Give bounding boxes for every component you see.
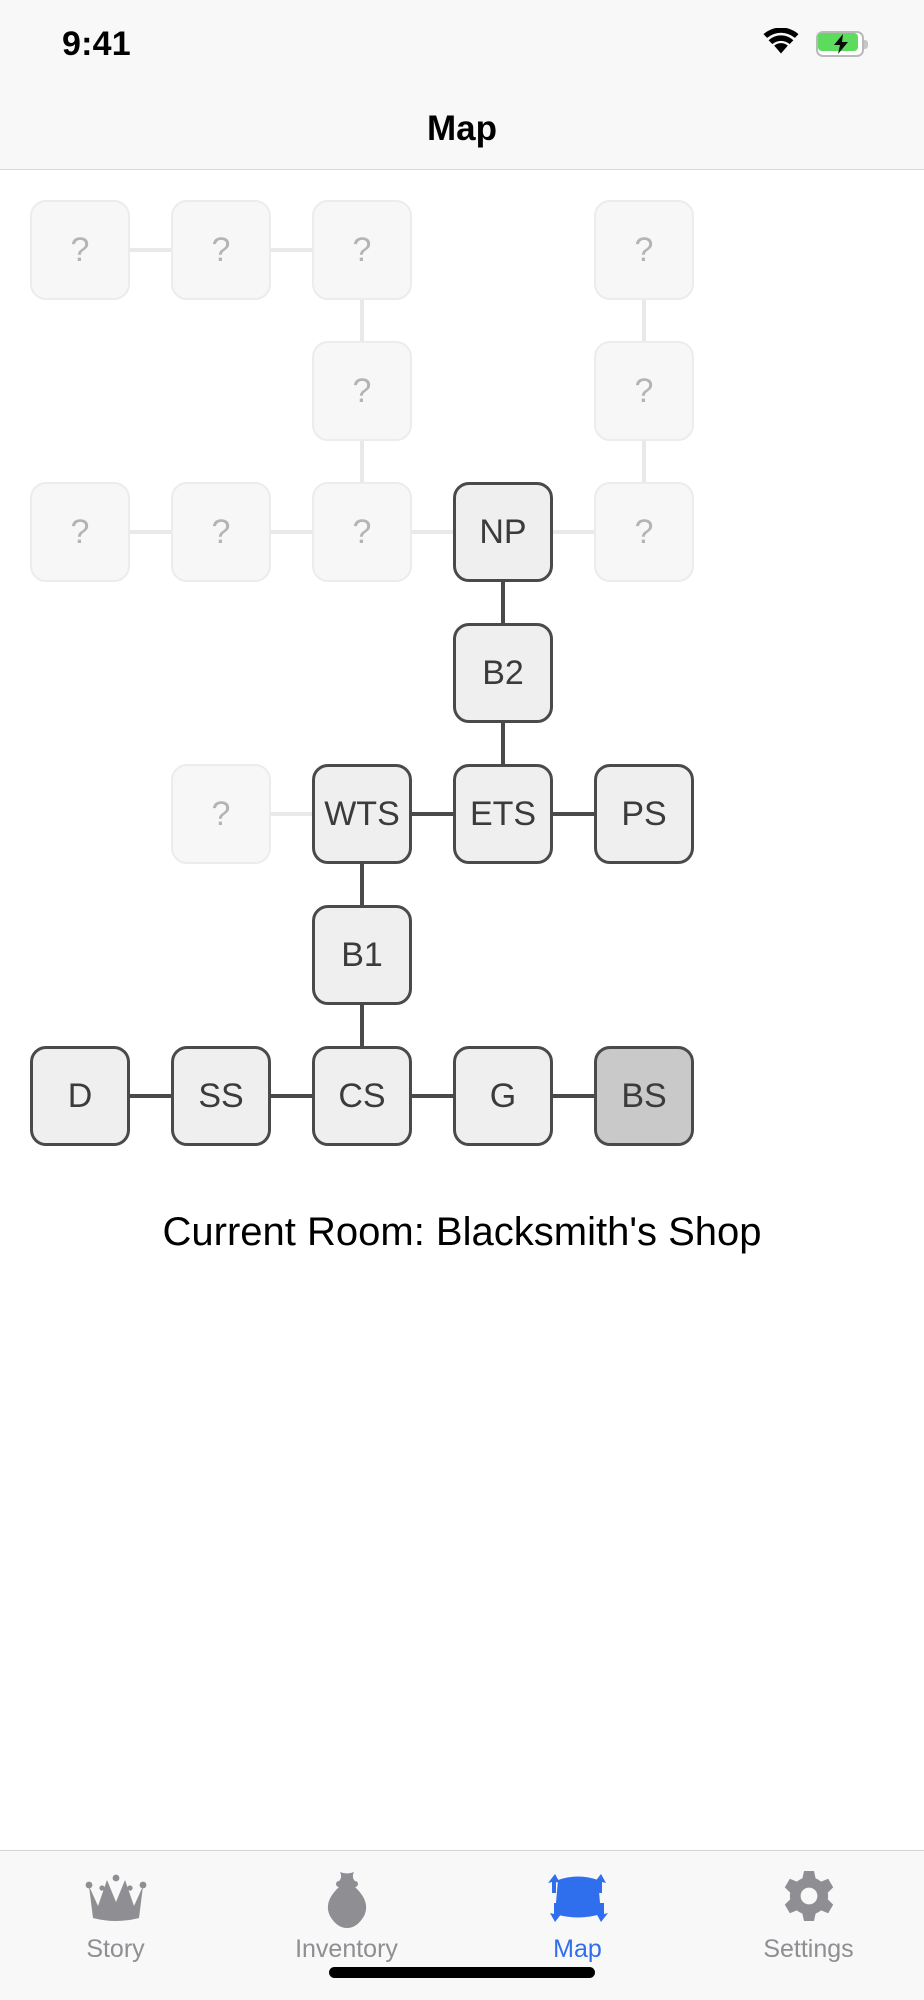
tab-label: Story xyxy=(86,1935,145,1963)
map-edge xyxy=(642,439,646,484)
room-node-unexplored: ? xyxy=(312,341,412,441)
map-edge xyxy=(551,812,596,816)
status-indicators xyxy=(762,26,868,61)
room-node-unexplored: ? xyxy=(312,482,412,582)
room-node[interactable]: G xyxy=(453,1046,553,1146)
map-edge xyxy=(360,298,364,343)
room-node-unexplored: ? xyxy=(594,341,694,441)
status-bar: 9:41 xyxy=(0,0,924,88)
room-node[interactable]: PS xyxy=(594,764,694,864)
room-node-unexplored: ? xyxy=(171,200,271,300)
room-node[interactable]: CS xyxy=(312,1046,412,1146)
map-edge xyxy=(642,298,646,343)
room-node[interactable]: NP xyxy=(453,482,553,582)
room-node-unexplored: ? xyxy=(594,200,694,300)
home-indicator xyxy=(329,1967,595,1978)
crown-icon xyxy=(85,1867,147,1929)
map-edge xyxy=(360,439,364,484)
tab-story[interactable]: Story xyxy=(0,1867,231,1964)
room-node-unexplored: ? xyxy=(312,200,412,300)
room-node-unexplored: ? xyxy=(171,764,271,864)
nav-bar: Map xyxy=(0,88,924,170)
current-room-caption: Current Room: Blacksmith's Shop xyxy=(162,1210,762,1254)
gear-icon xyxy=(780,1867,838,1929)
map-edge xyxy=(410,812,455,816)
map-edge xyxy=(551,1094,596,1098)
map-edge xyxy=(410,530,455,534)
room-node[interactable]: WTS xyxy=(312,764,412,864)
battery-charging-icon xyxy=(816,31,868,57)
room-node-unexplored: ? xyxy=(30,200,130,300)
room-node[interactable]: ETS xyxy=(453,764,553,864)
tab-label: Inventory xyxy=(295,1935,398,1963)
map-edge xyxy=(410,1094,455,1098)
room-node[interactable]: SS xyxy=(171,1046,271,1146)
room-node-current[interactable]: BS xyxy=(594,1046,694,1146)
status-time: 9:41 xyxy=(62,24,131,63)
tab-label: Settings xyxy=(763,1935,854,1963)
map-edge xyxy=(501,580,505,625)
tab-inventory[interactable]: Inventory xyxy=(231,1867,462,1964)
map-edge xyxy=(269,1094,314,1098)
map-edge xyxy=(360,1003,364,1048)
map-edge xyxy=(551,530,596,534)
wifi-icon xyxy=(762,26,800,61)
room-node[interactable]: B1 xyxy=(312,905,412,1005)
money-bag-icon xyxy=(321,1867,373,1929)
map-edge xyxy=(269,248,314,252)
map-edge xyxy=(128,530,173,534)
tab-label: Map xyxy=(553,1935,602,1963)
room-node-unexplored: ? xyxy=(171,482,271,582)
room-node-unexplored: ? xyxy=(30,482,130,582)
page-title: Map xyxy=(427,108,497,148)
map-edge xyxy=(360,862,364,907)
map-edge xyxy=(128,1094,173,1098)
map-edge xyxy=(128,248,173,252)
tab-settings[interactable]: Settings xyxy=(693,1867,924,1964)
map-edge xyxy=(269,530,314,534)
tab-map[interactable]: Map xyxy=(462,1867,693,1964)
room-node-unexplored: ? xyxy=(594,482,694,582)
map-icon xyxy=(547,1867,609,1929)
room-node[interactable]: B2 xyxy=(453,623,553,723)
room-node[interactable]: D xyxy=(30,1046,130,1146)
map-edge xyxy=(501,721,505,766)
map-edge xyxy=(269,812,314,816)
